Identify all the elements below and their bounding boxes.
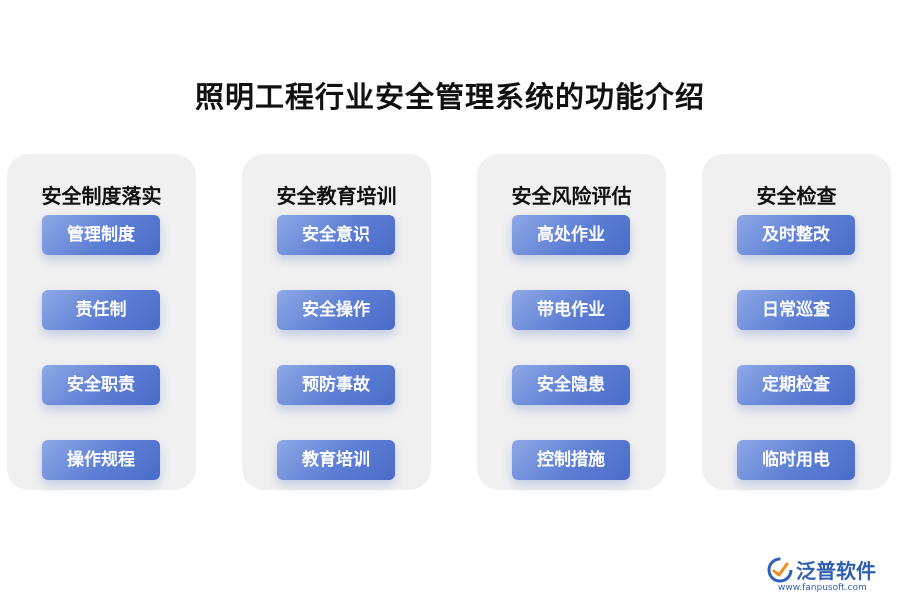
item-button[interactable]: 日常巡查 — [737, 290, 855, 330]
item-button[interactable]: 安全隐患 — [512, 365, 630, 405]
column-header: 安全风险评估 — [511, 184, 632, 208]
item-button[interactable]: 安全职责 — [42, 365, 160, 405]
brand-name: 泛普软件 — [796, 559, 876, 583]
item-button[interactable]: 临时用电 — [737, 440, 855, 480]
brand-logo: 泛普软件 www.fanpusoft.com — [766, 554, 894, 594]
column-header: 安全教育培训 — [276, 184, 397, 208]
column-safety-system: 安全制度落实 管理制度 责任制 安全职责 操作规程 — [7, 154, 196, 490]
brand-logo-icon — [767, 557, 793, 583]
column-safety-inspection: 安全检查 及时整改 日常巡查 定期检查 临时用电 — [702, 154, 891, 490]
column-header: 安全检查 — [756, 184, 837, 208]
column-safety-education: 安全教育培训 安全意识 安全操作 预防事故 教育培训 — [242, 154, 431, 490]
page-title: 照明工程行业安全管理系统的功能介绍 — [194, 80, 705, 114]
item-button[interactable]: 及时整改 — [737, 215, 855, 255]
column-risk-assessment: 安全风险评估 高处作业 带电作业 安全隐患 控制措施 — [477, 154, 666, 490]
item-button[interactable]: 教育培训 — [277, 440, 395, 480]
item-button[interactable]: 管理制度 — [42, 215, 160, 255]
item-button[interactable]: 责任制 — [42, 290, 160, 330]
item-button[interactable]: 带电作业 — [512, 290, 630, 330]
item-button[interactable]: 安全操作 — [277, 290, 395, 330]
brand-url: www.fanpusoft.com — [778, 583, 867, 593]
item-button[interactable]: 安全意识 — [277, 215, 395, 255]
column-header: 安全制度落实 — [41, 184, 162, 208]
item-button[interactable]: 高处作业 — [512, 215, 630, 255]
item-button[interactable]: 定期检查 — [737, 365, 855, 405]
item-button[interactable]: 操作规程 — [42, 440, 160, 480]
item-button[interactable]: 控制措施 — [512, 440, 630, 480]
item-button[interactable]: 预防事故 — [277, 365, 395, 405]
